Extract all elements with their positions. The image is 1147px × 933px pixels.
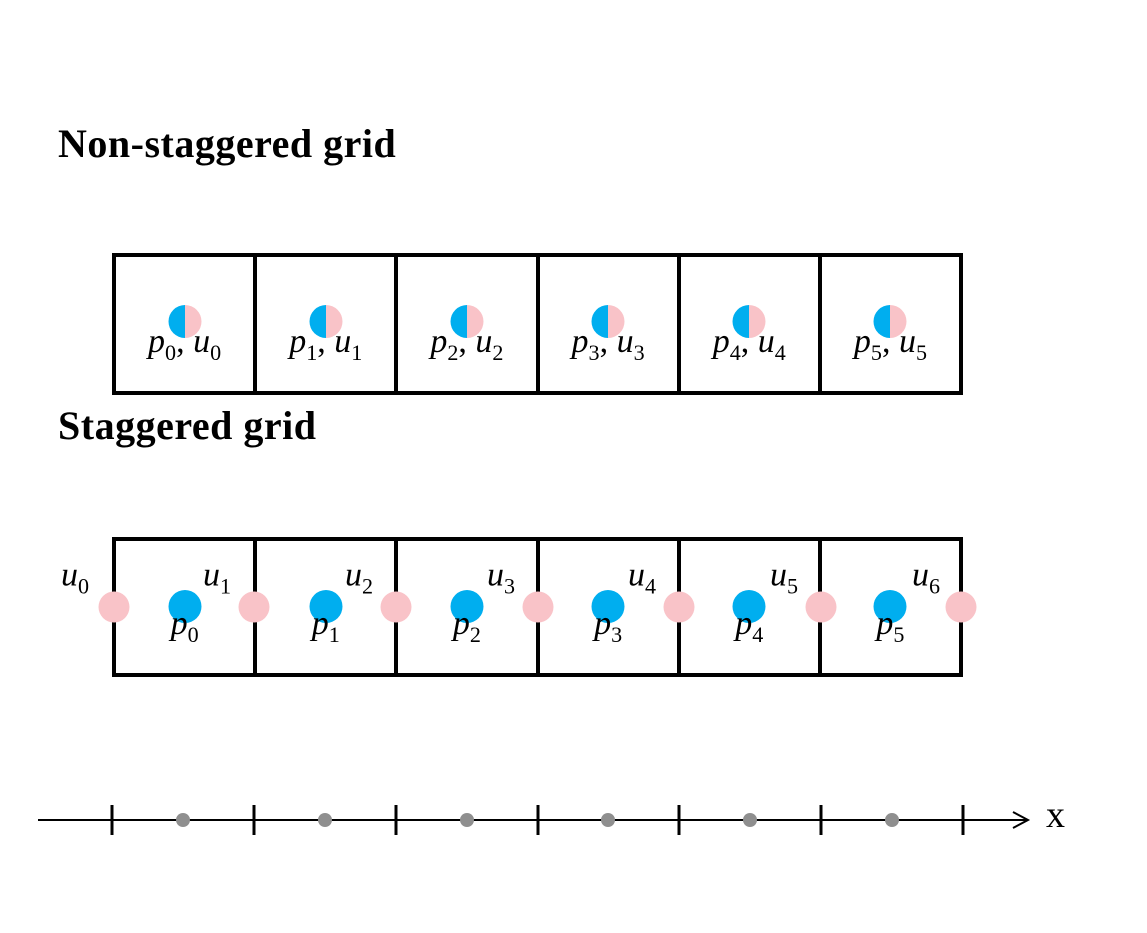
axis-arrowhead-icon xyxy=(1012,811,1031,829)
velocity-label: u4 xyxy=(627,556,657,599)
staggered-grid-title: Staggered grid xyxy=(58,403,317,448)
velocity-marker-icon xyxy=(805,591,837,623)
pressure-label: p0 xyxy=(170,605,199,647)
collocated-pu-marker-icon xyxy=(309,305,343,338)
cell-label: p4, u4 xyxy=(712,323,786,365)
axis-dot xyxy=(885,813,899,827)
velocity-marker-icon xyxy=(663,591,695,623)
cell-label: p5, u5 xyxy=(853,323,927,365)
cell-label: p1, u1 xyxy=(289,323,363,365)
axis-dot xyxy=(318,813,332,827)
grid-cell: p1, u1 xyxy=(257,257,399,391)
collocated-pu-marker-icon xyxy=(591,305,625,338)
velocity-label: u1 xyxy=(202,556,232,599)
grid-cell: p2, u2 xyxy=(398,257,540,391)
grid-cell: p2 xyxy=(398,541,540,673)
velocity-marker-icon xyxy=(238,591,270,623)
grid-cell: p4, u4 xyxy=(681,257,822,391)
cell-label: p0, u0 xyxy=(148,323,222,365)
x-axis xyxy=(38,805,1031,835)
pressure-label: p3 xyxy=(594,605,623,647)
collocated-pu-marker-icon xyxy=(168,305,202,338)
pressure-marker-icon xyxy=(591,590,625,623)
cell-label: p3, u3 xyxy=(571,323,645,365)
grid-cell: p1 xyxy=(257,541,399,673)
grid-cell: p0, u0 xyxy=(116,257,258,391)
pressure-label: p1 xyxy=(311,605,340,647)
collocated-pu-marker-icon xyxy=(873,305,907,338)
pressure-marker-icon xyxy=(168,590,202,623)
non-staggered-grid: p0, u0 p1, u1 p2, u2 p3, u3 p4, u4 p5, u… xyxy=(112,253,963,395)
velocity-label: u2 xyxy=(344,556,374,599)
velocity-marker-icon xyxy=(522,591,554,623)
axis-dot xyxy=(743,813,757,827)
axis-dot xyxy=(176,813,190,827)
grid-cell: p5 xyxy=(822,541,959,673)
axis-dot xyxy=(601,813,615,827)
grid-cell: p3, u3 xyxy=(540,257,681,391)
grid-cell: p0 xyxy=(116,541,258,673)
pressure-label: p5 xyxy=(876,605,905,647)
velocity-marker-icon xyxy=(98,591,130,623)
grid-cell: p4 xyxy=(681,541,822,673)
collocated-pu-marker-icon xyxy=(450,305,484,338)
grid-cell: p3 xyxy=(540,541,681,673)
pressure-marker-icon xyxy=(732,590,766,623)
velocity-label: u6 xyxy=(911,556,941,599)
x-axis-label: x xyxy=(1046,794,1065,836)
pressure-marker-icon xyxy=(309,590,343,623)
pressure-marker-icon xyxy=(873,590,907,623)
pressure-label: p4 xyxy=(735,605,764,647)
cell-label: p2, u2 xyxy=(430,323,504,365)
velocity-label: u0 xyxy=(60,556,90,599)
velocity-label: u5 xyxy=(769,556,799,599)
velocity-marker-icon xyxy=(945,591,977,623)
pressure-label: p2 xyxy=(452,605,481,647)
velocity-marker-icon xyxy=(380,591,412,623)
non-staggered-grid-title: Non-staggered grid xyxy=(58,121,397,166)
collocated-pu-marker-icon xyxy=(732,305,766,338)
grid-cell: p5, u5 xyxy=(822,257,959,391)
velocity-label: u3 xyxy=(486,556,516,599)
axis-dot xyxy=(460,813,474,827)
pressure-marker-icon xyxy=(450,590,484,623)
